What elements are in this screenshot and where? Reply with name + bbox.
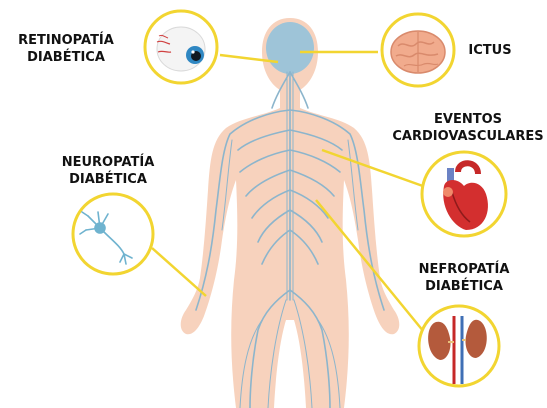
label-stroke: ICTUS [468, 43, 511, 58]
label-neuropathy-line1: NEUROPATÍA [62, 154, 155, 170]
label-retinopathy-line1: RETINOPATÍA [18, 32, 114, 48]
label-cardiovascular-line1: EVENTOS [434, 112, 502, 127]
label-nephropathy-line2: DIABÉTICA [425, 278, 503, 294]
label-cardiovascular-line2: CARDIOVASCULARES [392, 129, 543, 144]
cardiovascular-callout [422, 152, 506, 236]
label-nephropathy-line1: NEFROPATÍA [419, 261, 510, 277]
eye-icon [157, 27, 205, 71]
nephropathy-callout [419, 306, 499, 386]
label-retinopathy-line2: DIABÉTICA [27, 49, 105, 65]
connector-neuropathy [152, 248, 206, 296]
retinopathy-callout [145, 11, 217, 83]
neuropathy-callout [73, 194, 153, 274]
brain-icon [391, 31, 445, 73]
nervous-system [196, 72, 384, 408]
label-neuropathy-line2: DIABÉTICA [69, 171, 147, 187]
stroke-callout [382, 14, 454, 86]
brain-area [266, 22, 314, 74]
